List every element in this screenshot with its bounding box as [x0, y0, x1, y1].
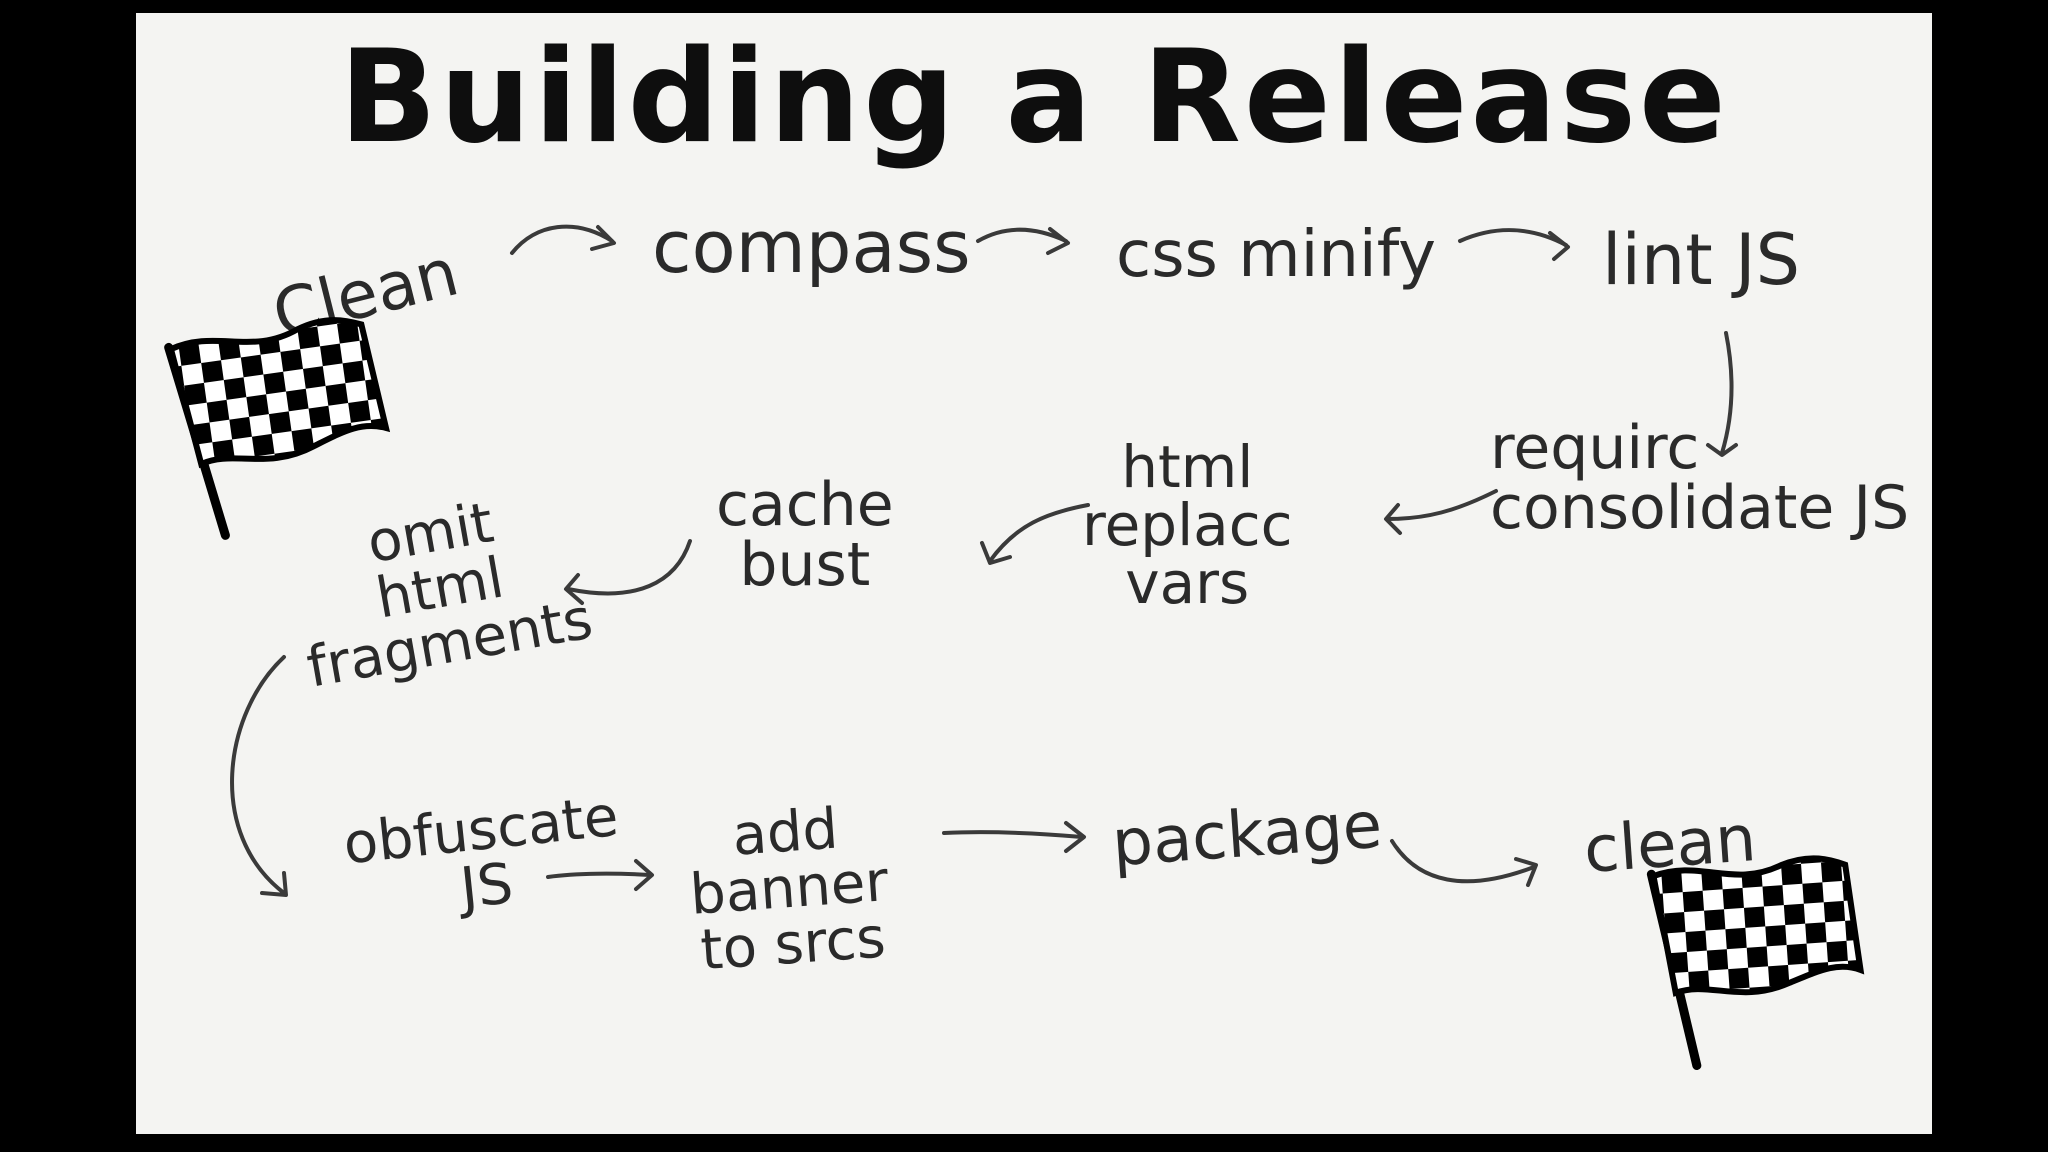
curved-arrow-icon: [942, 821, 1086, 853]
checkered-flag-icon: [1646, 855, 1865, 1071]
curved-arrow-icon: [230, 655, 288, 897]
curved-arrow-icon: [510, 224, 616, 255]
step-label: vars: [1125, 549, 1250, 617]
checkered-flag-icon: [164, 317, 391, 540]
step-label: css minify: [1116, 218, 1436, 292]
step-label: consolidate JS: [1490, 473, 1910, 543]
curved-arrow-icon: [1384, 489, 1498, 535]
curved-arrow-icon: [980, 503, 1090, 565]
curved-arrow-icon: [1458, 228, 1570, 261]
step-lint-js: lint JS: [1602, 225, 1800, 295]
curved-arrow-icon: [1390, 839, 1538, 887]
step-html-replace: html replacc vars: [1082, 438, 1293, 612]
curved-arrow-icon: [1706, 331, 1738, 457]
curved-arrow-icon: [546, 859, 654, 891]
step-label: compass: [652, 205, 971, 289]
diagram-arrows: [164, 224, 1865, 1071]
step-label: cache: [716, 470, 894, 540]
curved-arrow-icon: [564, 539, 692, 605]
step-requirejs: requirc consolidate JS: [1490, 418, 1909, 538]
slide: Building a Release Clean compass css min…: [136, 13, 1932, 1134]
step-label: requirc: [1490, 413, 1700, 483]
step-label: html: [1121, 433, 1254, 501]
step-label: lint JS: [1602, 219, 1801, 301]
step-css-minify: css minify: [1116, 223, 1436, 287]
page-title: Building a Release: [339, 23, 1729, 172]
step-compass: compass: [652, 211, 971, 283]
step-label: bust: [739, 530, 871, 600]
curved-arrow-icon: [976, 227, 1070, 255]
step-label: replacc: [1082, 491, 1293, 559]
step-cache-bust: cache bust: [716, 475, 894, 595]
